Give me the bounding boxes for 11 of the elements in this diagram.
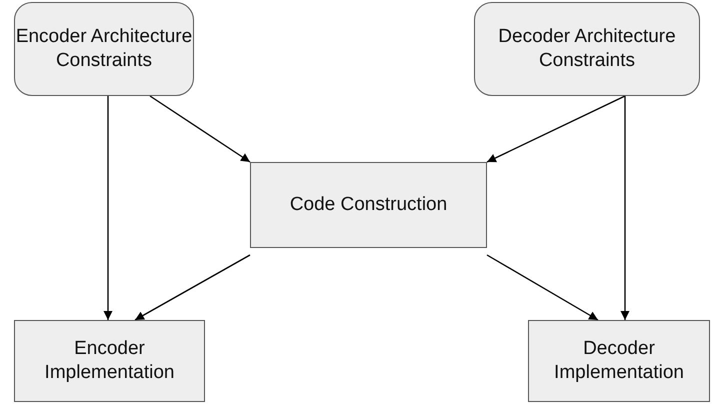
constraint-box: Encoder Architecture Constraints	[14, 2, 194, 96]
process-box: Code Construction	[250, 162, 487, 248]
arrow	[620, 96, 630, 320]
arrow	[104, 96, 112, 320]
arrow	[486, 254, 598, 321]
implementation-box: Decoder Implementation	[528, 320, 710, 402]
arrow	[150, 95, 250, 163]
arrow	[134, 254, 250, 321]
arrow	[486, 95, 626, 163]
constraint-box: Decoder Architecture Constraints	[474, 2, 700, 96]
implementation-box: Encoder Implementation	[14, 320, 205, 402]
